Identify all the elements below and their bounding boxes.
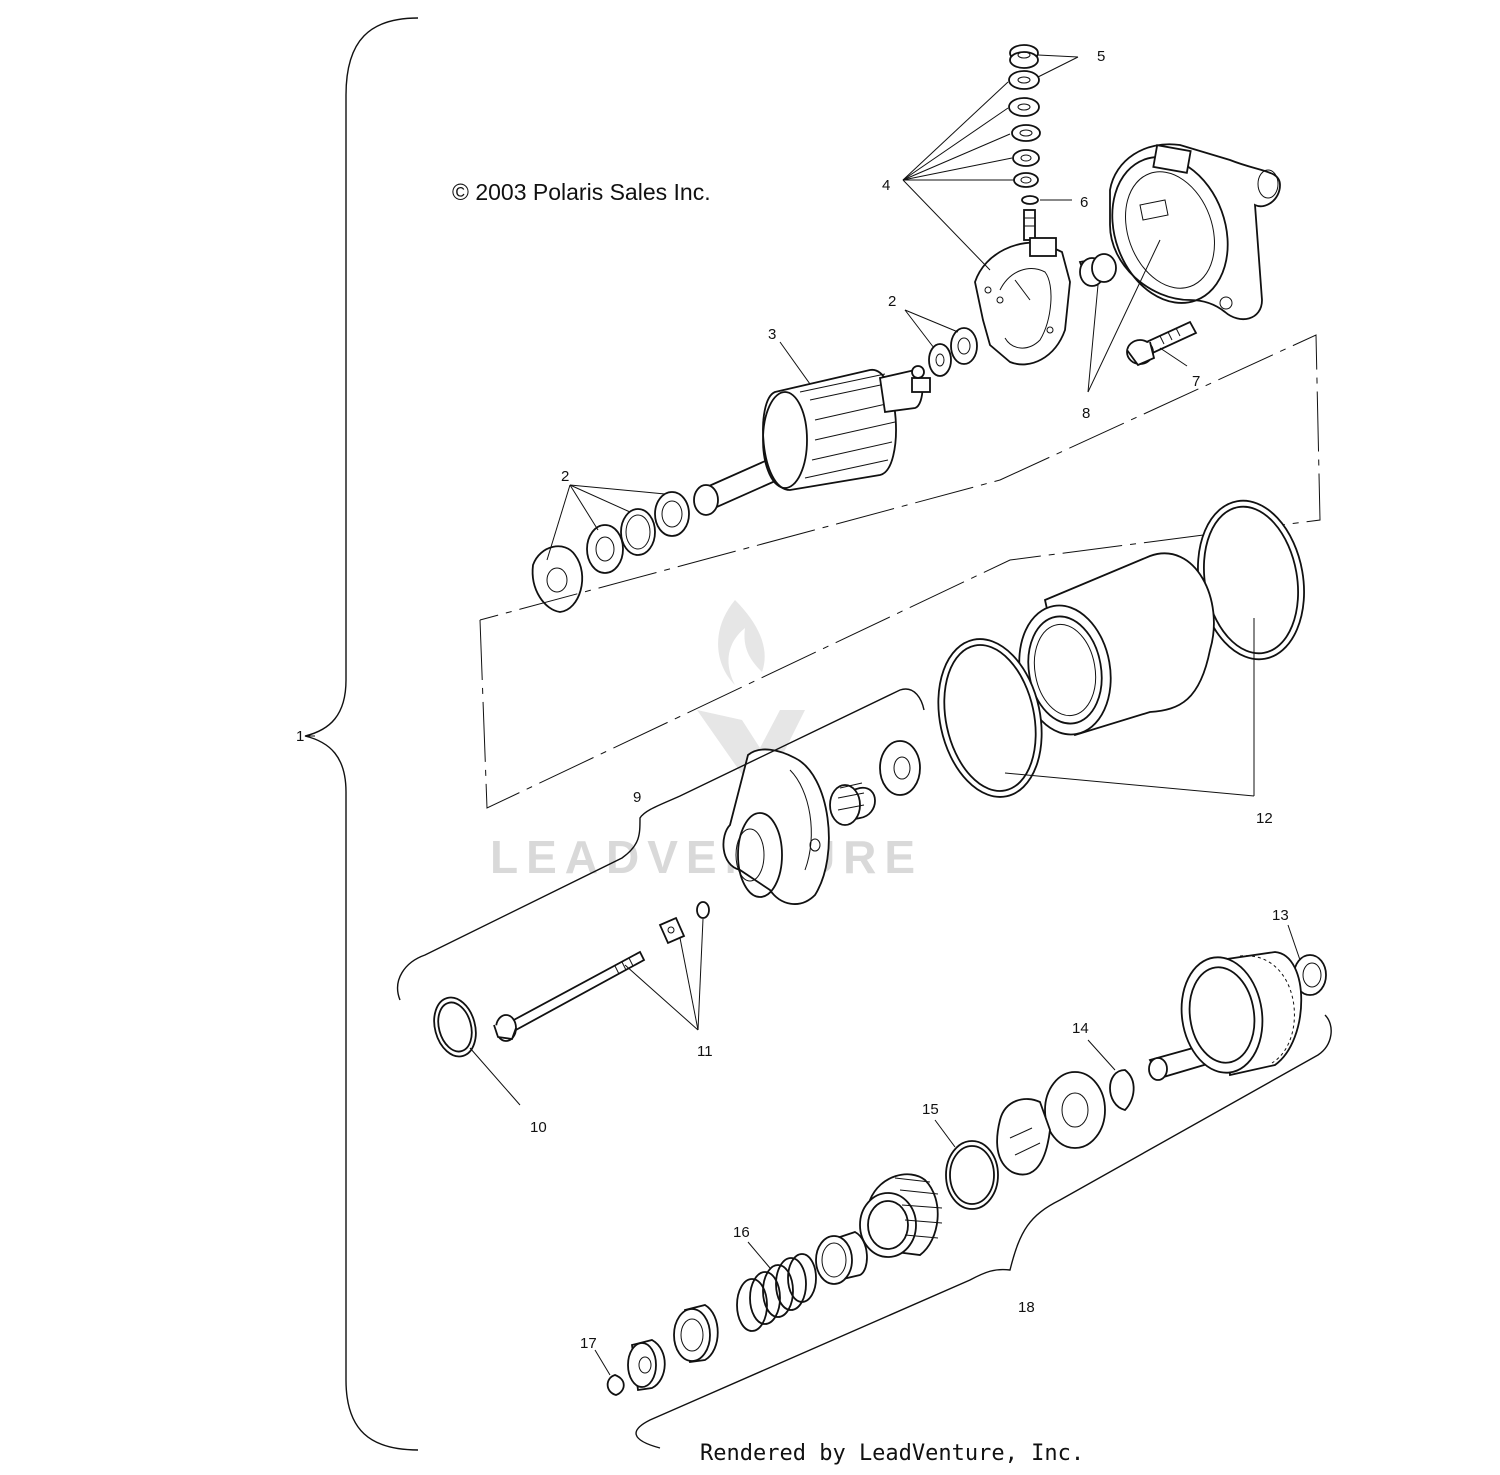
callout-7: 7	[1192, 373, 1200, 390]
callout-14: 14	[1072, 1020, 1089, 1037]
spring-ring-15	[945, 1140, 999, 1210]
alignment-lines	[479, 334, 1321, 809]
callout-9: 9	[633, 789, 641, 806]
callout-13: 13	[1272, 907, 1289, 924]
front-housing	[722, 748, 830, 905]
callout-8: 8	[1082, 405, 1090, 422]
end-cap-housing	[1109, 143, 1281, 321]
spring-16	[736, 1253, 817, 1332]
copyright-text: © 2003 Polaris Sales Inc.	[452, 179, 711, 205]
callout-10: 10	[530, 1119, 547, 1136]
callout-3: 3	[768, 326, 776, 343]
callout-1: 1	[296, 728, 304, 745]
pinion-gear-shaft	[1148, 951, 1302, 1081]
bushing	[1078, 253, 1117, 287]
callout-15: 15	[922, 1101, 939, 1118]
through-bolt	[493, 950, 646, 1042]
callout-2b: 2	[561, 468, 569, 485]
o-ring-lower	[937, 638, 1043, 798]
spring-seat	[627, 1304, 719, 1392]
callout-12: 12	[1256, 810, 1273, 827]
leader-lines	[305, 54, 1301, 1376]
snap-ring-14	[1109, 1069, 1135, 1111]
callouts: 1 2 2 3 4 5 6 7 8 9 10 11 12 13 14 15 16…	[296, 48, 1289, 1352]
yoke-assembly	[1018, 552, 1215, 737]
sleeve	[815, 1231, 868, 1285]
clip-17	[606, 1374, 625, 1396]
thrust-washer	[1044, 1071, 1106, 1149]
brush-plate	[974, 237, 1071, 366]
brace-1	[304, 17, 419, 1451]
washers-armature-end	[928, 327, 978, 377]
nut-washer-stack	[1008, 44, 1041, 241]
overrunning-clutch	[859, 1173, 943, 1258]
brace-18	[635, 1014, 1332, 1449]
callout-16: 16	[733, 1224, 750, 1241]
washers-armature-front	[531, 491, 690, 613]
callout-6: 6	[1080, 194, 1088, 211]
brace-9	[396, 688, 925, 1001]
watermark-text: LEADVENTURE	[490, 831, 923, 883]
armature	[693, 365, 931, 516]
rendered-by-credit: Rendered by LeadVenture, Inc.	[700, 1441, 1084, 1466]
bolt-7	[1126, 320, 1198, 367]
split-collar	[996, 1098, 1051, 1176]
callout-5: 5	[1097, 48, 1105, 65]
watermark: LEADVENTURE	[490, 600, 923, 883]
small-parts-11	[658, 901, 710, 945]
callout-17: 17	[580, 1335, 597, 1352]
callout-11: 11	[697, 1043, 713, 1060]
callout-2a: 2	[888, 293, 896, 310]
bearings	[829, 740, 921, 826]
callout-4: 4	[882, 177, 890, 194]
callout-18: 18	[1018, 1299, 1035, 1316]
